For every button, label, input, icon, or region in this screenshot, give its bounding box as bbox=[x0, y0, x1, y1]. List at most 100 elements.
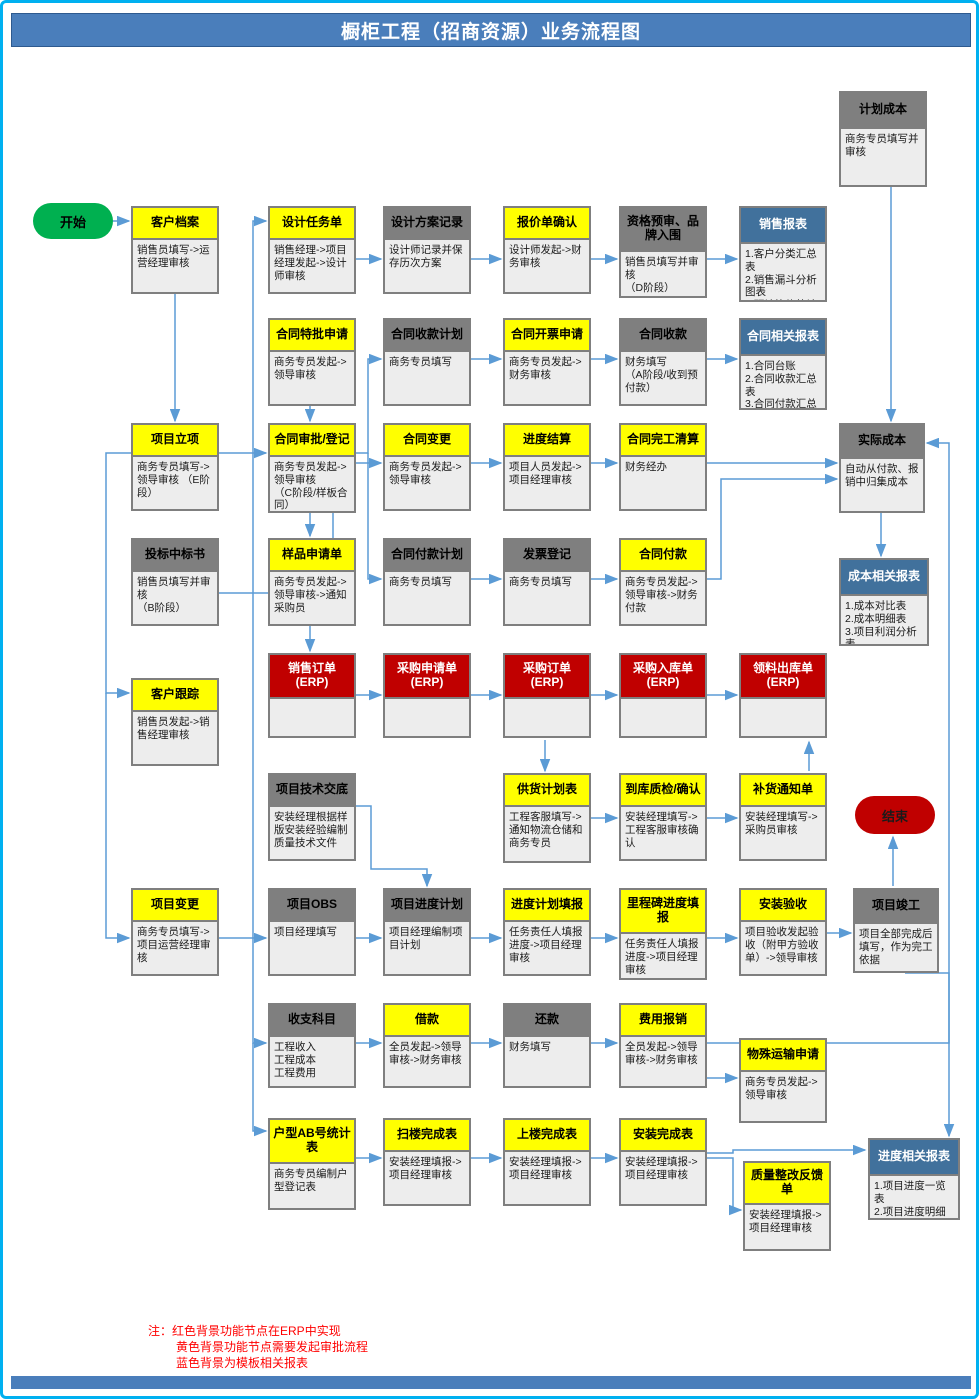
node-title: 户型AB号统计表 bbox=[270, 1120, 354, 1164]
flow-node-arrival-inspection: 到库质检/确认安装经理填写->工程客服审核确认 bbox=[619, 773, 707, 861]
flow-node-contract-receipt-plan: 合同收款计划商务专员填写 bbox=[383, 318, 471, 406]
node-body: 工程客服填写->通知物流仓储和商务专员 bbox=[505, 807, 589, 854]
node-title: 还款 bbox=[505, 1005, 589, 1037]
node-body: 任务责任人填报进度->项目经理审核 bbox=[621, 934, 705, 978]
node-body: 项目全部完成后填写，作为完工依据 bbox=[855, 924, 937, 971]
flow-node-end: 结束 bbox=[855, 796, 935, 834]
node-title: 扫楼完成表 bbox=[385, 1120, 469, 1152]
flow-node-quote-confirm: 报价单确认设计师发起->财务审核 bbox=[503, 206, 591, 294]
edge-project-initiation-to-housetype-stat bbox=[252, 1043, 268, 1137]
node-title: 合同收款 bbox=[621, 320, 705, 352]
node-body: 自动从付款、报销中归集成本 bbox=[841, 459, 923, 493]
node-title: 合同付款 bbox=[621, 540, 705, 572]
flow-node-sweep-complete: 扫楼完成表安装经理填报->项目经理审核 bbox=[383, 1118, 471, 1206]
flow-node-contract-change: 合同变更商务专员发起->领导审核 bbox=[383, 423, 471, 511]
node-body: 安装经理填报->项目经理审核 bbox=[745, 1205, 829, 1239]
node-title: 项目立项 bbox=[133, 425, 217, 457]
flow-node-install-complete: 安装完成表安装经理填报->项目经理审核 bbox=[619, 1118, 707, 1206]
node-body: 商务专员发起->领导审核 bbox=[385, 457, 469, 491]
node-body bbox=[741, 699, 825, 707]
flow-node-quality-feedback: 质量整改反馈单安装经理填报->项目经理审核 bbox=[743, 1161, 831, 1251]
node-title: 计划成本 bbox=[841, 93, 925, 129]
flow-node-contract-completion: 合同完工清算财务经办 bbox=[619, 423, 707, 511]
edge-project-initiation-to-account-subjects bbox=[252, 453, 268, 1049]
node-body: 财务填写 bbox=[505, 1037, 589, 1058]
flow-node-expense-reimburse: 费用报销全员发起->领导审核->财务审核 bbox=[619, 1003, 707, 1088]
edge-contract-approval-to-contract-payment-plan bbox=[367, 453, 383, 585]
node-body: 商务专员发起->领导审核 bbox=[741, 1072, 825, 1106]
flow-node-planned-cost: 计划成本商务专员填写并审核 bbox=[839, 91, 927, 187]
node-body: 销售经理->项目经理发起->设计师审核 bbox=[270, 240, 354, 287]
node-body: 项目经理编制项目计划 bbox=[385, 922, 469, 956]
node-title: 样品申请单 bbox=[270, 540, 354, 572]
node-body: 商务专员发起->领导审核 bbox=[270, 352, 354, 386]
flow-node-design-task: 设计任务单销售经理->项目经理发起->设计师审核 bbox=[268, 206, 356, 294]
flow-node-sample-request: 样品申请单商务专员发起->领导审核->通知采购员 bbox=[268, 538, 356, 626]
node-title: 合同特批申请 bbox=[270, 320, 354, 352]
node-title: 成本相关报表 bbox=[841, 560, 927, 596]
flow-node-material-outbound-erp: 领料出库单 (ERP) bbox=[739, 653, 827, 738]
edge-expense-reimburse-to-actual-cost bbox=[707, 437, 950, 1044]
node-body: 商务专员填写并审核 bbox=[841, 129, 925, 163]
page-title: 橱柜工程（招商资源）业务流程图 bbox=[11, 13, 971, 47]
edge-tech-disclosure-to-project-schedule bbox=[356, 805, 433, 888]
flow-node-account-subjects: 收支科目工程收入 工程成本 工程费用 bbox=[268, 1003, 356, 1088]
flow-node-actual-cost: 实际成本自动从付款、报销中归集成本 bbox=[839, 423, 925, 513]
flow-node-supply-plan: 供货计划表工程客服填写->通知物流仓储和商务专员 bbox=[503, 773, 591, 863]
node-title: 费用报销 bbox=[621, 1005, 705, 1037]
flow-node-contract-receipt: 合同收款财务填写 （A阶段/收到预付款） bbox=[619, 318, 707, 406]
legend-line-2: 黄色背景功能节点需要发起审批流程 bbox=[176, 1340, 369, 1355]
node-body: 项目人员发起->项目经理审核 bbox=[505, 457, 589, 491]
node-title: 安装验收 bbox=[741, 890, 825, 922]
node-title: 借款 bbox=[385, 1005, 469, 1037]
node-title: 合同相关报表 bbox=[741, 320, 825, 356]
node-body: 1.成本对比表 2.成本明细表 3.项目利润分析表 bbox=[841, 596, 927, 644]
bottom-bar bbox=[11, 1376, 971, 1389]
node-title: 上楼完成表 bbox=[505, 1120, 589, 1152]
node-body: 安装经理填写->采购员审核 bbox=[741, 807, 825, 841]
node-title: 客户跟踪 bbox=[133, 680, 217, 712]
node-title: 采购申请单 (ERP) bbox=[385, 655, 469, 699]
node-body: 销售员填写并审核 （D阶段） bbox=[621, 252, 705, 296]
flow-node-contract-approval: 合同审批/登记商务专员发起->领导审核 （C阶段/样板合同） bbox=[268, 423, 356, 513]
node-body: 商务专员填写 bbox=[385, 572, 469, 593]
node-body: 项目验收发起验收（附甲方验收单）->领导审核 bbox=[741, 922, 825, 969]
node-title: 资格预审、品牌入围 bbox=[621, 208, 705, 252]
node-body: 设计师记录并保存历次方案 bbox=[385, 240, 469, 274]
node-title: 投标中标书 bbox=[133, 540, 217, 572]
node-title: 安装完成表 bbox=[621, 1120, 705, 1152]
edge-project-initiation-to-project-change bbox=[105, 693, 131, 944]
node-body: 商务专员填写 bbox=[505, 572, 589, 593]
node-body bbox=[385, 699, 469, 707]
node-body: 项目经理填写 bbox=[270, 922, 354, 943]
node-title: 项目竣工 bbox=[855, 890, 937, 924]
flow-node-customer-file: 客户档案销售员填写->运营经理审核 bbox=[131, 206, 219, 294]
flow-node-repayment: 还款财务填写 bbox=[503, 1003, 591, 1088]
flow-node-purchase-inbound-erp: 采购入库单 (ERP) bbox=[619, 653, 707, 738]
node-title: 报价单确认 bbox=[505, 208, 589, 240]
node-body: 全员发起->领导审核->财务审核 bbox=[385, 1037, 469, 1071]
flow-node-purchase-order-erp: 采购订单 (ERP) bbox=[503, 653, 591, 738]
node-title: 供货计划表 bbox=[505, 775, 589, 807]
node-body: 1.客户分类汇总表 2.销售漏斗分析图表 3.预计签约统计图表 bbox=[741, 244, 825, 300]
node-title: 设计任务单 bbox=[270, 208, 354, 240]
node-body: 安装经理填报->项目经理审核 bbox=[621, 1152, 705, 1186]
node-title: 发票登记 bbox=[505, 540, 589, 572]
flow-node-tech-disclosure: 项目技术交底安装经理根据样版安装经验编制质量技术文件 bbox=[268, 773, 356, 861]
flow-node-invoice-register: 发票登记商务专员填写 bbox=[503, 538, 591, 626]
node-body bbox=[621, 699, 705, 707]
node-title: 销售报表 bbox=[741, 208, 825, 244]
node-body: 工程收入 工程成本 工程费用 bbox=[270, 1037, 354, 1084]
node-body: 销售员发起->销售经理审核 bbox=[133, 712, 217, 746]
node-body bbox=[270, 699, 354, 707]
node-title: 收支科目 bbox=[270, 1005, 354, 1037]
node-title: 进度相关报表 bbox=[870, 1140, 958, 1176]
edge-project-initiation-to-design-task bbox=[252, 215, 268, 453]
node-body: 商务专员填写 bbox=[385, 352, 469, 373]
flow-node-purchase-request-erp: 采购申请单 (ERP) bbox=[383, 653, 471, 738]
node-title: 物殊运输申请 bbox=[741, 1040, 825, 1072]
